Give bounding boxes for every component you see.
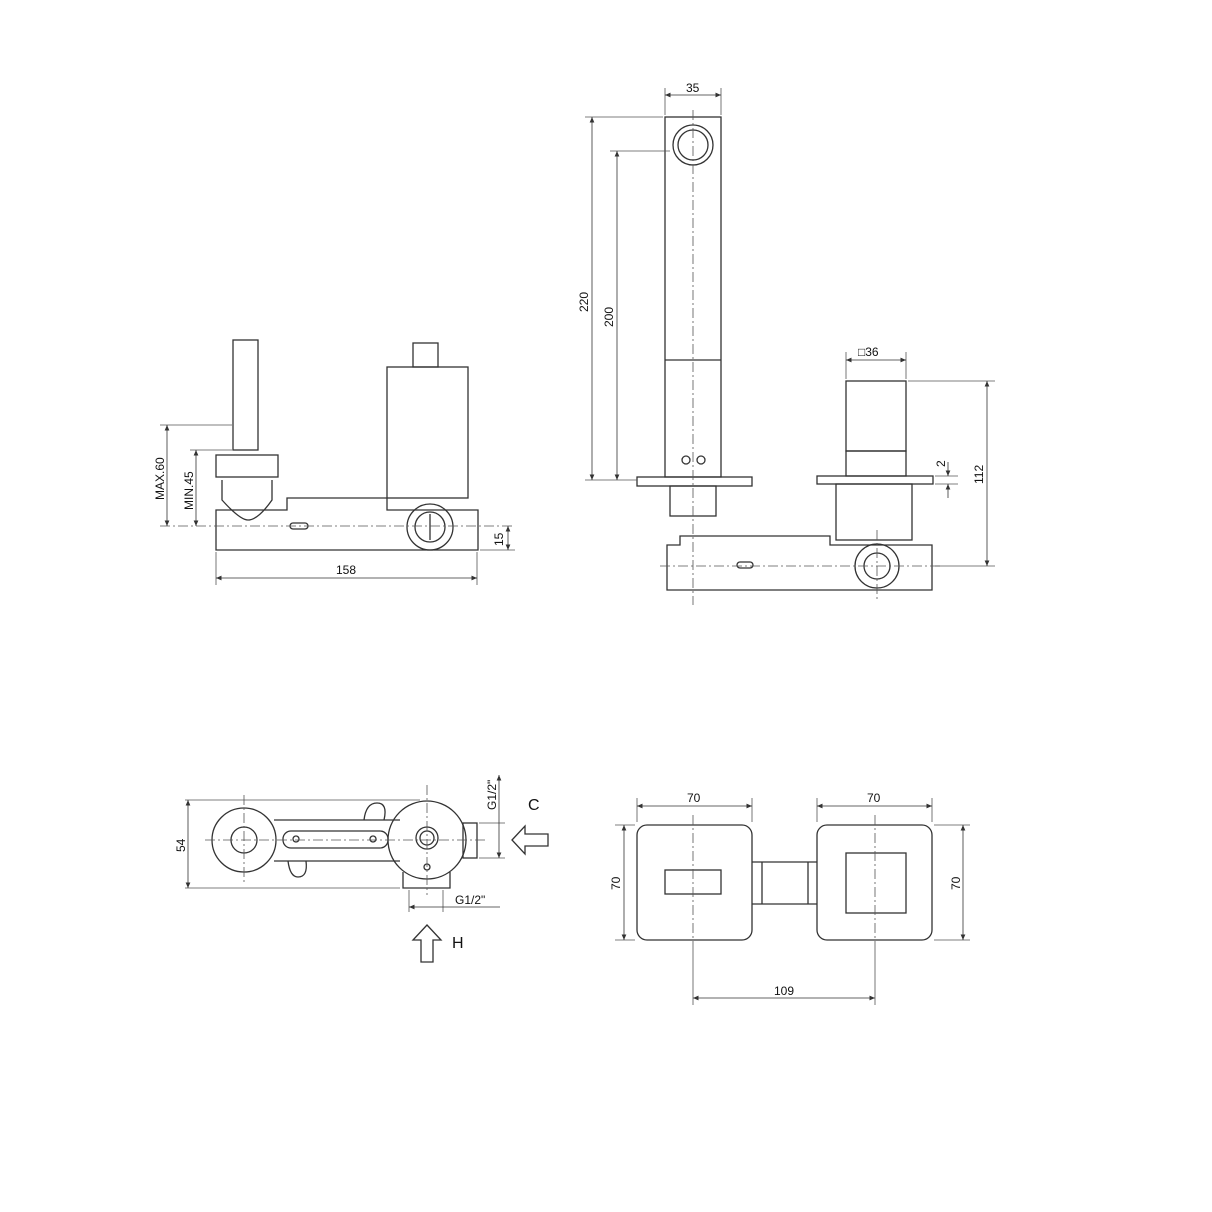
hot-thread-label: G1/2" bbox=[455, 893, 485, 907]
min-depth-label: MIN.45 bbox=[182, 471, 196, 510]
side-view: MAX.60 MIN.45 158 15 bbox=[153, 339, 515, 585]
hot-label: H bbox=[452, 935, 464, 952]
plate-thickness-label: 2 bbox=[934, 460, 948, 467]
width-label: 54 bbox=[174, 838, 188, 852]
handle-size-label: □36 bbox=[858, 345, 879, 359]
cold-label: C bbox=[528, 797, 540, 814]
length-label: 158 bbox=[336, 563, 356, 577]
left-plate-width-label: 70 bbox=[687, 791, 701, 805]
top-view: 54 G1/2" G1/2" C H bbox=[174, 775, 549, 963]
hot-inlet-arrow bbox=[411, 924, 443, 963]
right-plate-width-label: 70 bbox=[867, 791, 881, 805]
plate-view: 70 70 70 70 109 bbox=[609, 791, 970, 1005]
spout-height-label: 200 bbox=[602, 307, 616, 327]
cold-inlet-arrow bbox=[511, 824, 549, 856]
left-plate-height-label: 70 bbox=[609, 876, 623, 890]
handle-height-label: 112 bbox=[972, 465, 986, 484]
spout-width-label: 35 bbox=[686, 81, 700, 95]
front-view: 35 220 200 □36 112 2 bbox=[577, 81, 995, 605]
cold-thread-label: G1/2" bbox=[485, 780, 499, 810]
right-plate-height-label: 70 bbox=[949, 876, 963, 890]
spacing-label: 109 bbox=[774, 984, 794, 998]
max-depth-label: MAX.60 bbox=[153, 457, 167, 500]
total-height-label: 220 bbox=[577, 292, 591, 312]
offset-label: 15 bbox=[492, 532, 506, 546]
